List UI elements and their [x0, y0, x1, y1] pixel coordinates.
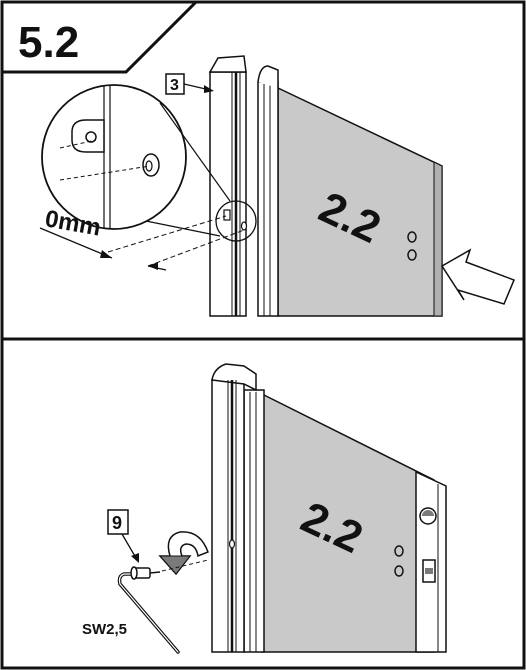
bottom-illustration: 2.2 9 SW2,5: [82, 363, 447, 654]
wall-profile: [209, 71, 247, 317]
spirit-level-icon: [415, 470, 447, 653]
detail-marker: [215, 200, 257, 242]
top-illustration: 0mm 3 2.2: [39, 55, 515, 317]
seal-profile: [243, 389, 265, 653]
part-callout-9: 9: [107, 509, 139, 563]
screw-icon: [130, 559, 209, 580]
part-callout-label: 3: [170, 77, 179, 94]
seal-profile: [257, 81, 279, 317]
step-tab: 5.2: [0, 0, 200, 74]
rotate-arrow-icon: [158, 531, 209, 576]
tool-label: SW2,5: [82, 621, 127, 638]
step-number: 5.2: [18, 18, 79, 67]
part-callout-label: 9: [112, 513, 122, 533]
allen-key-icon: [117, 572, 180, 654]
part-callout-3: 3: [165, 73, 214, 95]
magnifier-circle-icon: [41, 84, 187, 230]
push-arrow-icon: [440, 248, 515, 305]
